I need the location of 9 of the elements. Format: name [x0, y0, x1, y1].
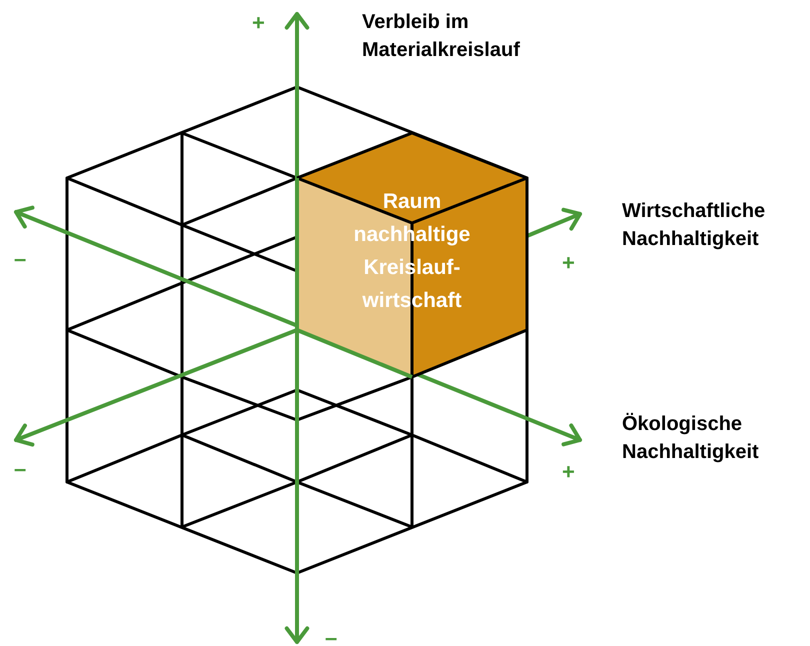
axis-sign: –: [325, 627, 338, 646]
axis-sign: +: [562, 461, 575, 483]
axis-sign: +: [562, 252, 575, 274]
axis-label: Verbleib im Materialkreislauf: [362, 10, 521, 63]
axis-sign: –: [14, 248, 26, 270]
axis-label: Ökologische Nachhaltigkeit: [622, 412, 760, 465]
axis-sign: +: [252, 12, 265, 34]
axis-sign: –: [14, 458, 26, 480]
axis-label: Wirtschaftliche Nachhaltigkeit: [622, 199, 766, 252]
